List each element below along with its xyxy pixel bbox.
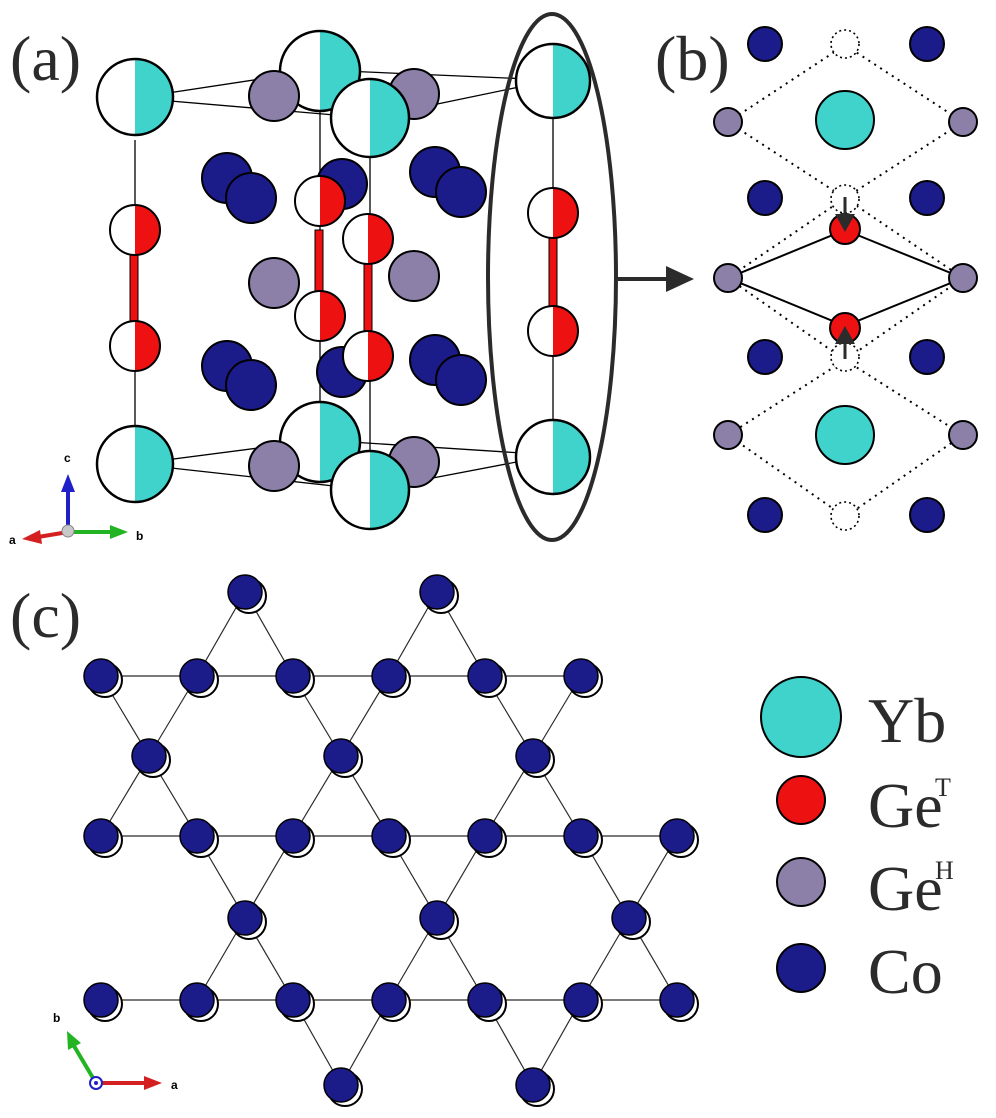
ge-t-atom — [527, 187, 579, 239]
co-atom — [275, 818, 311, 854]
legend-label-ge-h: Ge — [868, 853, 943, 924]
ge-t-atom — [109, 320, 161, 372]
legend-item-yb: Yb — [760, 676, 946, 758]
co-atom — [323, 1067, 359, 1103]
co-atom — [275, 658, 311, 694]
highlight-ellipse — [486, 12, 618, 542]
displacement-arrows — [835, 197, 855, 359]
co-atom — [515, 1067, 551, 1103]
legend-label-co: Co — [868, 936, 943, 1007]
yb-atom — [95, 57, 175, 137]
axes-indicator-c: b a — [53, 1011, 178, 1092]
co-atom — [227, 574, 263, 610]
kagome-lattice — [83, 574, 699, 1107]
legend-item-co: Co — [776, 936, 943, 1007]
co-atom — [83, 982, 119, 1018]
ge-t-atom — [109, 204, 161, 256]
co-atoms-b — [747, 26, 945, 533]
co-atom — [611, 900, 647, 936]
legend-label-ge-t: Ge — [868, 770, 943, 841]
co-atom — [419, 574, 455, 610]
yb-atom — [514, 42, 592, 120]
panel-c: (c) b a — [10, 574, 699, 1107]
ge-t-atom — [294, 290, 346, 342]
yb-atom — [329, 77, 411, 159]
co-atom — [515, 738, 551, 774]
co-atom — [83, 818, 119, 854]
legend-swatch — [776, 943, 826, 993]
panel-a-label: (a) — [10, 23, 81, 94]
co-atom — [563, 658, 599, 694]
panel-a: (a) — [9, 12, 694, 547]
co-atom — [179, 982, 215, 1018]
legend-item-ge-t: Ge T — [776, 770, 951, 841]
ge-t-atoms-b — [829, 213, 861, 344]
legend-item-ge-h: Ge H — [776, 853, 954, 924]
panel-b: (b) — [655, 23, 978, 533]
yb-atom — [514, 418, 592, 496]
axis-b-label: b — [136, 529, 143, 543]
ge-t-atom — [294, 175, 346, 227]
co-atom — [179, 658, 215, 694]
co-atom — [371, 818, 407, 854]
axis-a-label-c: a — [171, 1078, 178, 1092]
co-atom — [83, 658, 119, 694]
co-atom — [563, 982, 599, 1018]
co-atom — [323, 738, 359, 774]
co-atom — [659, 982, 695, 1018]
legend: Yb Ge T Ge H Co — [760, 676, 954, 1007]
yb-atom — [329, 449, 411, 531]
panel-c-label: (c) — [10, 580, 81, 651]
legend-swatch — [760, 676, 842, 758]
co-atom — [371, 982, 407, 1018]
legend-label-yb: Yb — [868, 685, 946, 756]
co-atom — [659, 818, 695, 854]
co-atoms — [201, 146, 487, 411]
co-atom — [419, 900, 455, 936]
co-atom — [563, 818, 599, 854]
yb-atoms-b — [815, 90, 875, 465]
ge-t-atom — [527, 305, 579, 357]
axis-a-label: a — [9, 533, 16, 547]
co-atom — [275, 982, 311, 1018]
co-atom — [467, 818, 503, 854]
ge-h-atoms-b — [713, 107, 978, 450]
axis-c-label: c — [64, 451, 71, 465]
arrow-to-panel-b — [618, 266, 694, 292]
co-atom — [371, 658, 407, 694]
yb-atom — [95, 424, 175, 504]
ge-t-atom — [342, 330, 394, 382]
legend-swatch — [776, 857, 826, 907]
co-atom — [131, 738, 167, 774]
co-atom — [179, 818, 215, 854]
co-atom — [467, 982, 503, 1018]
legend-sup-ge-t: T — [935, 773, 951, 802]
ge-t-atom — [342, 213, 394, 265]
axis-b-label-c: b — [53, 1011, 60, 1025]
legend-swatch — [776, 775, 826, 825]
panel-b-label: (b) — [655, 23, 730, 94]
legend-sup-ge-h: H — [935, 856, 954, 885]
axes-indicator-a: c b a — [9, 451, 143, 547]
co-atom — [467, 658, 503, 694]
co-atom — [227, 900, 263, 936]
